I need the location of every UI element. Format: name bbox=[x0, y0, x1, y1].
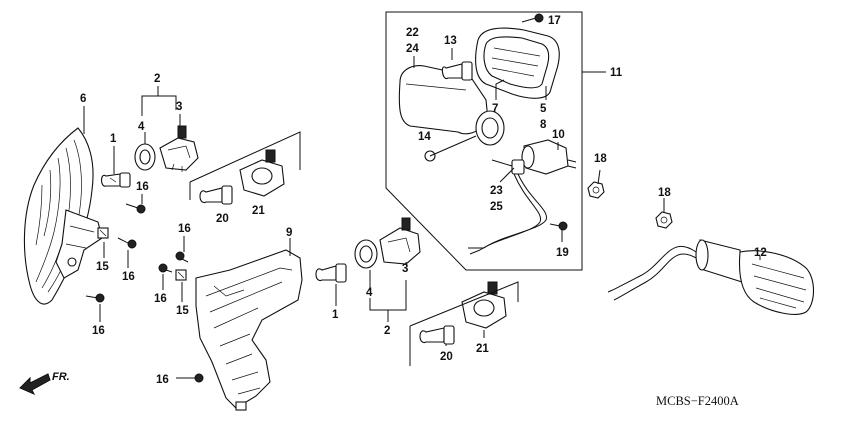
callout-10: 10 bbox=[552, 129, 565, 141]
front-arrow-label: FR. bbox=[52, 371, 70, 383]
callout-15: 15 bbox=[96, 261, 109, 273]
assembly-box-11 bbox=[385, 11, 583, 271]
socket-21-upper bbox=[239, 149, 285, 197]
nut-18-right bbox=[655, 211, 673, 229]
screw-14 bbox=[424, 135, 477, 162]
callout-3: 3 bbox=[176, 101, 182, 113]
socket-21-lower bbox=[461, 281, 507, 329]
callout-16: 16 bbox=[156, 374, 169, 386]
callout-25: 25 bbox=[490, 201, 503, 213]
callout-13: 13 bbox=[444, 35, 457, 47]
callout-22: 22 bbox=[406, 27, 419, 39]
callout-1: 1 bbox=[110, 133, 117, 145]
screw-16-upper bbox=[125, 203, 146, 214]
socket-3-upper bbox=[159, 125, 199, 172]
screw-16-left bbox=[117, 237, 137, 249]
callout-23: 23 bbox=[490, 185, 503, 197]
callout-21: 21 bbox=[476, 343, 489, 355]
callout-16: 16 bbox=[122, 271, 135, 283]
screw-16-center-bottom bbox=[176, 373, 204, 383]
diagram-code: MCBS−F2400A bbox=[656, 394, 739, 408]
callout-21: 21 bbox=[252, 205, 265, 217]
callout-5: 5 bbox=[540, 103, 547, 115]
callout-16: 16 bbox=[136, 181, 149, 193]
socket-seal-4-center bbox=[354, 239, 378, 269]
callout-4: 4 bbox=[366, 287, 373, 299]
left-signal-housing bbox=[23, 127, 103, 305]
callout-11: 11 bbox=[610, 67, 623, 79]
callout-6: 6 bbox=[80, 93, 86, 105]
bulb-1-center bbox=[315, 263, 347, 283]
rear-signal-12 bbox=[607, 239, 815, 315]
screw-16-center-left bbox=[158, 263, 173, 273]
screw-16-center-top bbox=[175, 251, 189, 263]
callout-1: 1 bbox=[332, 309, 339, 321]
nut-18-upper bbox=[587, 181, 605, 199]
callout-labels: 6 1 2 4 3 16 20 21 15 16 16 16 16 15 9 1… bbox=[80, 15, 767, 386]
leader-lines bbox=[83, 48, 761, 346]
callout-15: 15 bbox=[176, 305, 189, 317]
callout-8: 8 bbox=[540, 119, 547, 131]
signal-body-22-24 bbox=[398, 65, 505, 146]
bulb-20-upper bbox=[199, 185, 233, 205]
callout-16: 16 bbox=[154, 293, 167, 305]
bulb-13 bbox=[441, 61, 473, 81]
inner-panel-9 bbox=[195, 249, 303, 411]
callout-20: 20 bbox=[216, 213, 229, 225]
bracket-upper bbox=[189, 131, 301, 200]
screw-19 bbox=[549, 221, 568, 231]
callout-18: 18 bbox=[594, 153, 607, 165]
callout-20: 20 bbox=[440, 351, 453, 363]
callout-16: 16 bbox=[92, 325, 105, 337]
callout-2: 2 bbox=[154, 73, 160, 85]
socket-seal-4-upper bbox=[134, 143, 156, 171]
callout-16: 16 bbox=[178, 223, 191, 235]
lens-frame-7-5-8 bbox=[475, 27, 560, 99]
callout-7: 7 bbox=[492, 103, 498, 115]
callout-19: 19 bbox=[556, 247, 569, 259]
callout-17: 17 bbox=[548, 15, 561, 27]
callout-24: 24 bbox=[406, 43, 419, 55]
wire-harness-23-25 bbox=[468, 159, 547, 255]
callout-9: 9 bbox=[286, 227, 292, 239]
nut-15-left bbox=[97, 227, 109, 239]
callout-3: 3 bbox=[402, 263, 408, 275]
bulb-1-upper bbox=[100, 172, 131, 188]
nut-15-center bbox=[175, 269, 187, 281]
callout-14: 14 bbox=[418, 131, 431, 143]
screw-16-lower bbox=[85, 293, 105, 303]
callout-12: 12 bbox=[754, 247, 767, 259]
bulb-20-lower bbox=[419, 325, 455, 345]
bracket-lower bbox=[409, 281, 519, 366]
screw-17 bbox=[521, 13, 544, 23]
socket-10 bbox=[521, 139, 577, 175]
callout-2: 2 bbox=[384, 325, 390, 337]
socket-3-center bbox=[379, 217, 421, 265]
callout-18: 18 bbox=[658, 187, 671, 199]
front-direction-arrow: FR. bbox=[19, 371, 70, 395]
callout-4: 4 bbox=[138, 121, 145, 133]
